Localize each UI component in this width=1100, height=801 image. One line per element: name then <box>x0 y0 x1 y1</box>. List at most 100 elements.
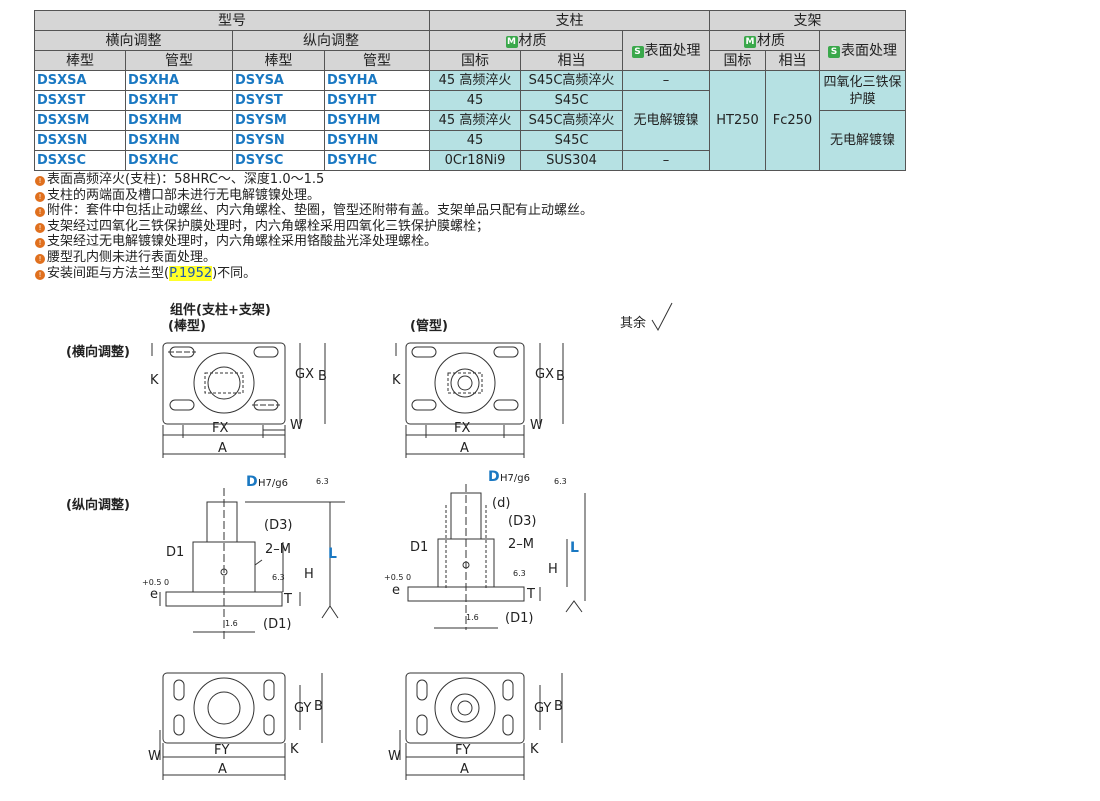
dim-t: T <box>526 587 535 602</box>
note-icon: ! <box>35 222 45 233</box>
dim-d: D <box>246 474 258 490</box>
dim-k: K <box>530 742 539 757</box>
dim-gy: GY <box>534 701 551 716</box>
bracket-surface-1: 四氧化三铁保护膜 <box>819 70 906 111</box>
dim-b: B <box>556 369 565 384</box>
dim-d1: D1 <box>166 545 184 560</box>
dim-gx: GX <box>295 367 314 382</box>
roughness-value: 6.3 <box>554 477 567 486</box>
dim-b: B <box>318 369 327 384</box>
note-icon: ! <box>35 253 45 264</box>
note-item: !支架经过无电解镀镍处理时，内六角螺栓采用铬酸盐光泽处理螺栓。 <box>35 234 593 250</box>
note-icon: ! <box>35 207 45 218</box>
surface-badge-icon: S <box>828 45 840 58</box>
assembly-label: 组件(支柱+支架) <box>170 303 271 318</box>
dim-d3: (D3) <box>508 514 536 529</box>
page-link[interactable]: P.1952 <box>169 265 213 281</box>
col-rod: 棒型 <box>34 50 126 71</box>
material-badge-icon: M <box>744 35 756 48</box>
dim-d1-paren: (D1) <box>505 611 533 626</box>
horizontal-label: (横向调整) <box>66 345 130 360</box>
dim-e-tolerance: +0.5 0 <box>142 578 169 587</box>
dim-w: W <box>530 418 543 433</box>
tube-label: (管型) <box>410 319 448 334</box>
note-icon: ! <box>35 191 45 202</box>
dim-k: K <box>290 742 299 757</box>
dim-2m: 2–M <box>265 542 291 557</box>
material-badge-icon: M <box>505 35 518 48</box>
vertical-label: (纵向调整) <box>66 498 130 513</box>
note-item: !安装间距与方法兰型(P.1952)不同。 <box>35 265 593 282</box>
dim-fy: FY <box>214 743 229 758</box>
plan-view-rod-vertical <box>159 672 323 780</box>
bracket-surface-2: 无电解镀镍 <box>819 110 906 171</box>
dim-a: A <box>460 762 469 777</box>
note-item: !支柱的两端面及槽口部未进行无电解镀镍处理。 <box>35 188 593 204</box>
dim-d3: (D3) <box>264 518 292 533</box>
note-item: !附件：套件中包括止动螺丝、内六角螺栓、垫圈，管型还附带有盖。支架单品只配有止动… <box>35 203 593 219</box>
roughness-value: 6.3 <box>513 569 526 578</box>
dim-fx: FX <box>212 421 228 436</box>
notes: !表面高频淬火(支柱)：58HRC～、深度1.0～1.5 !支柱的两端面及槽口部… <box>35 172 593 281</box>
dim-w: W <box>388 749 401 764</box>
dim-w: W <box>290 418 303 433</box>
bracket-equiv-cell: Fc250 <box>765 70 820 171</box>
dim-l: L <box>570 540 579 556</box>
vertical-adj-header: 纵向调整 <box>232 30 430 51</box>
post-surface-cell: 无电解镀镍 <box>622 90 710 151</box>
note-icon: ! <box>35 238 45 249</box>
plan-view-rod-horizontal <box>151 342 326 458</box>
dim-a: A <box>218 441 227 456</box>
roughness-value: 6.3 <box>316 477 329 486</box>
dim-a: A <box>460 441 469 456</box>
dim-d: D <box>488 469 500 485</box>
dim-d1-paren: (D1) <box>263 617 291 632</box>
bracket-header: 支架 <box>709 10 906 31</box>
dim-e: e <box>392 583 400 598</box>
roughness-value: 1.6 <box>225 619 238 628</box>
dim-a: A <box>218 762 227 777</box>
roughness-value: 1.6 <box>466 613 479 622</box>
col-equiv: 相当 <box>765 50 820 71</box>
dim-fy: FY <box>455 743 470 758</box>
post-header: 支柱 <box>429 10 710 31</box>
dim-fx: FX <box>454 421 470 436</box>
side-view-tube-vertical <box>407 484 586 630</box>
dim-k: K <box>150 373 159 388</box>
plan-view-tube-vertical <box>399 672 563 780</box>
dim-t: T <box>283 592 292 607</box>
note-icon: ! <box>35 176 45 186</box>
roughness-value: 6.3 <box>272 573 285 582</box>
dim-tolerance: H7/g6 <box>500 473 530 484</box>
plan-view-tube-horizontal <box>395 342 564 458</box>
dim-gy: GY <box>294 701 311 716</box>
surface-badge-icon: S <box>631 45 644 58</box>
dim-h: H <box>304 567 314 582</box>
dim-b: B <box>554 699 563 714</box>
rest-label: 其余 <box>620 316 647 331</box>
dim-h: H <box>548 562 558 577</box>
dim-b: B <box>314 699 323 714</box>
dim-k: K <box>392 373 401 388</box>
dim-e-tolerance: +0.5 0 <box>384 573 411 582</box>
bracket-gb-cell: HT250 <box>709 70 766 171</box>
dim-w: W <box>148 749 161 764</box>
note-item: !支架经过四氧化三铁保护膜处理时，内六角螺栓采用四氧化三铁保护膜螺栓； <box>35 219 593 235</box>
note-item: !腰型孔内侧未进行表面处理。 <box>35 250 593 266</box>
dim-d1: D1 <box>410 540 428 555</box>
col-rod: 棒型 <box>232 50 325 71</box>
note-item: !表面高频淬火(支柱)：58HRC～、深度1.0～1.5 <box>35 172 593 188</box>
dim-e: e <box>150 587 158 602</box>
dim-2m: 2–M <box>508 537 534 552</box>
side-view-rod-vertical <box>159 488 345 640</box>
rod-label: (棒型) <box>168 319 206 334</box>
